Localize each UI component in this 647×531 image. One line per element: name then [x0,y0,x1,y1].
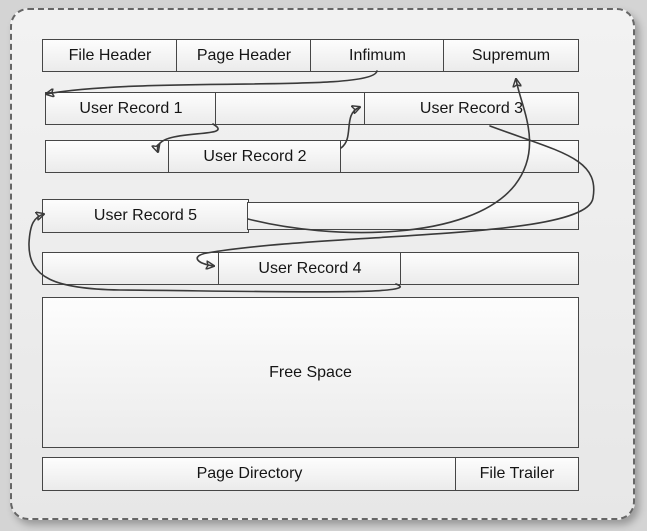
cell-infimum: Infimum [310,39,445,72]
row2-empty-segment [215,92,366,125]
row3-empty-left-segment [45,140,170,173]
row5-empty-left-segment [42,252,220,285]
cell-free-space: Free Space [42,297,579,448]
row4-empty-segment [247,202,579,230]
cell-user-record-2: User Record 2 [168,140,342,173]
row5-empty-right-segment [400,252,579,285]
cell-user-record-3: User Record 3 [364,92,579,125]
cell-supremum: Supremum [443,39,579,72]
cell-file-header: File Header [42,39,178,72]
cell-user-record-1: User Record 1 [45,92,217,125]
cell-user-record-4: User Record 4 [218,252,402,285]
cell-page-directory: Page Directory [42,457,457,491]
cell-file-trailer: File Trailer [455,457,579,491]
cell-page-header: Page Header [176,39,312,72]
cell-user-record-5: User Record 5 [42,199,249,233]
row3-empty-right-segment [340,140,579,173]
